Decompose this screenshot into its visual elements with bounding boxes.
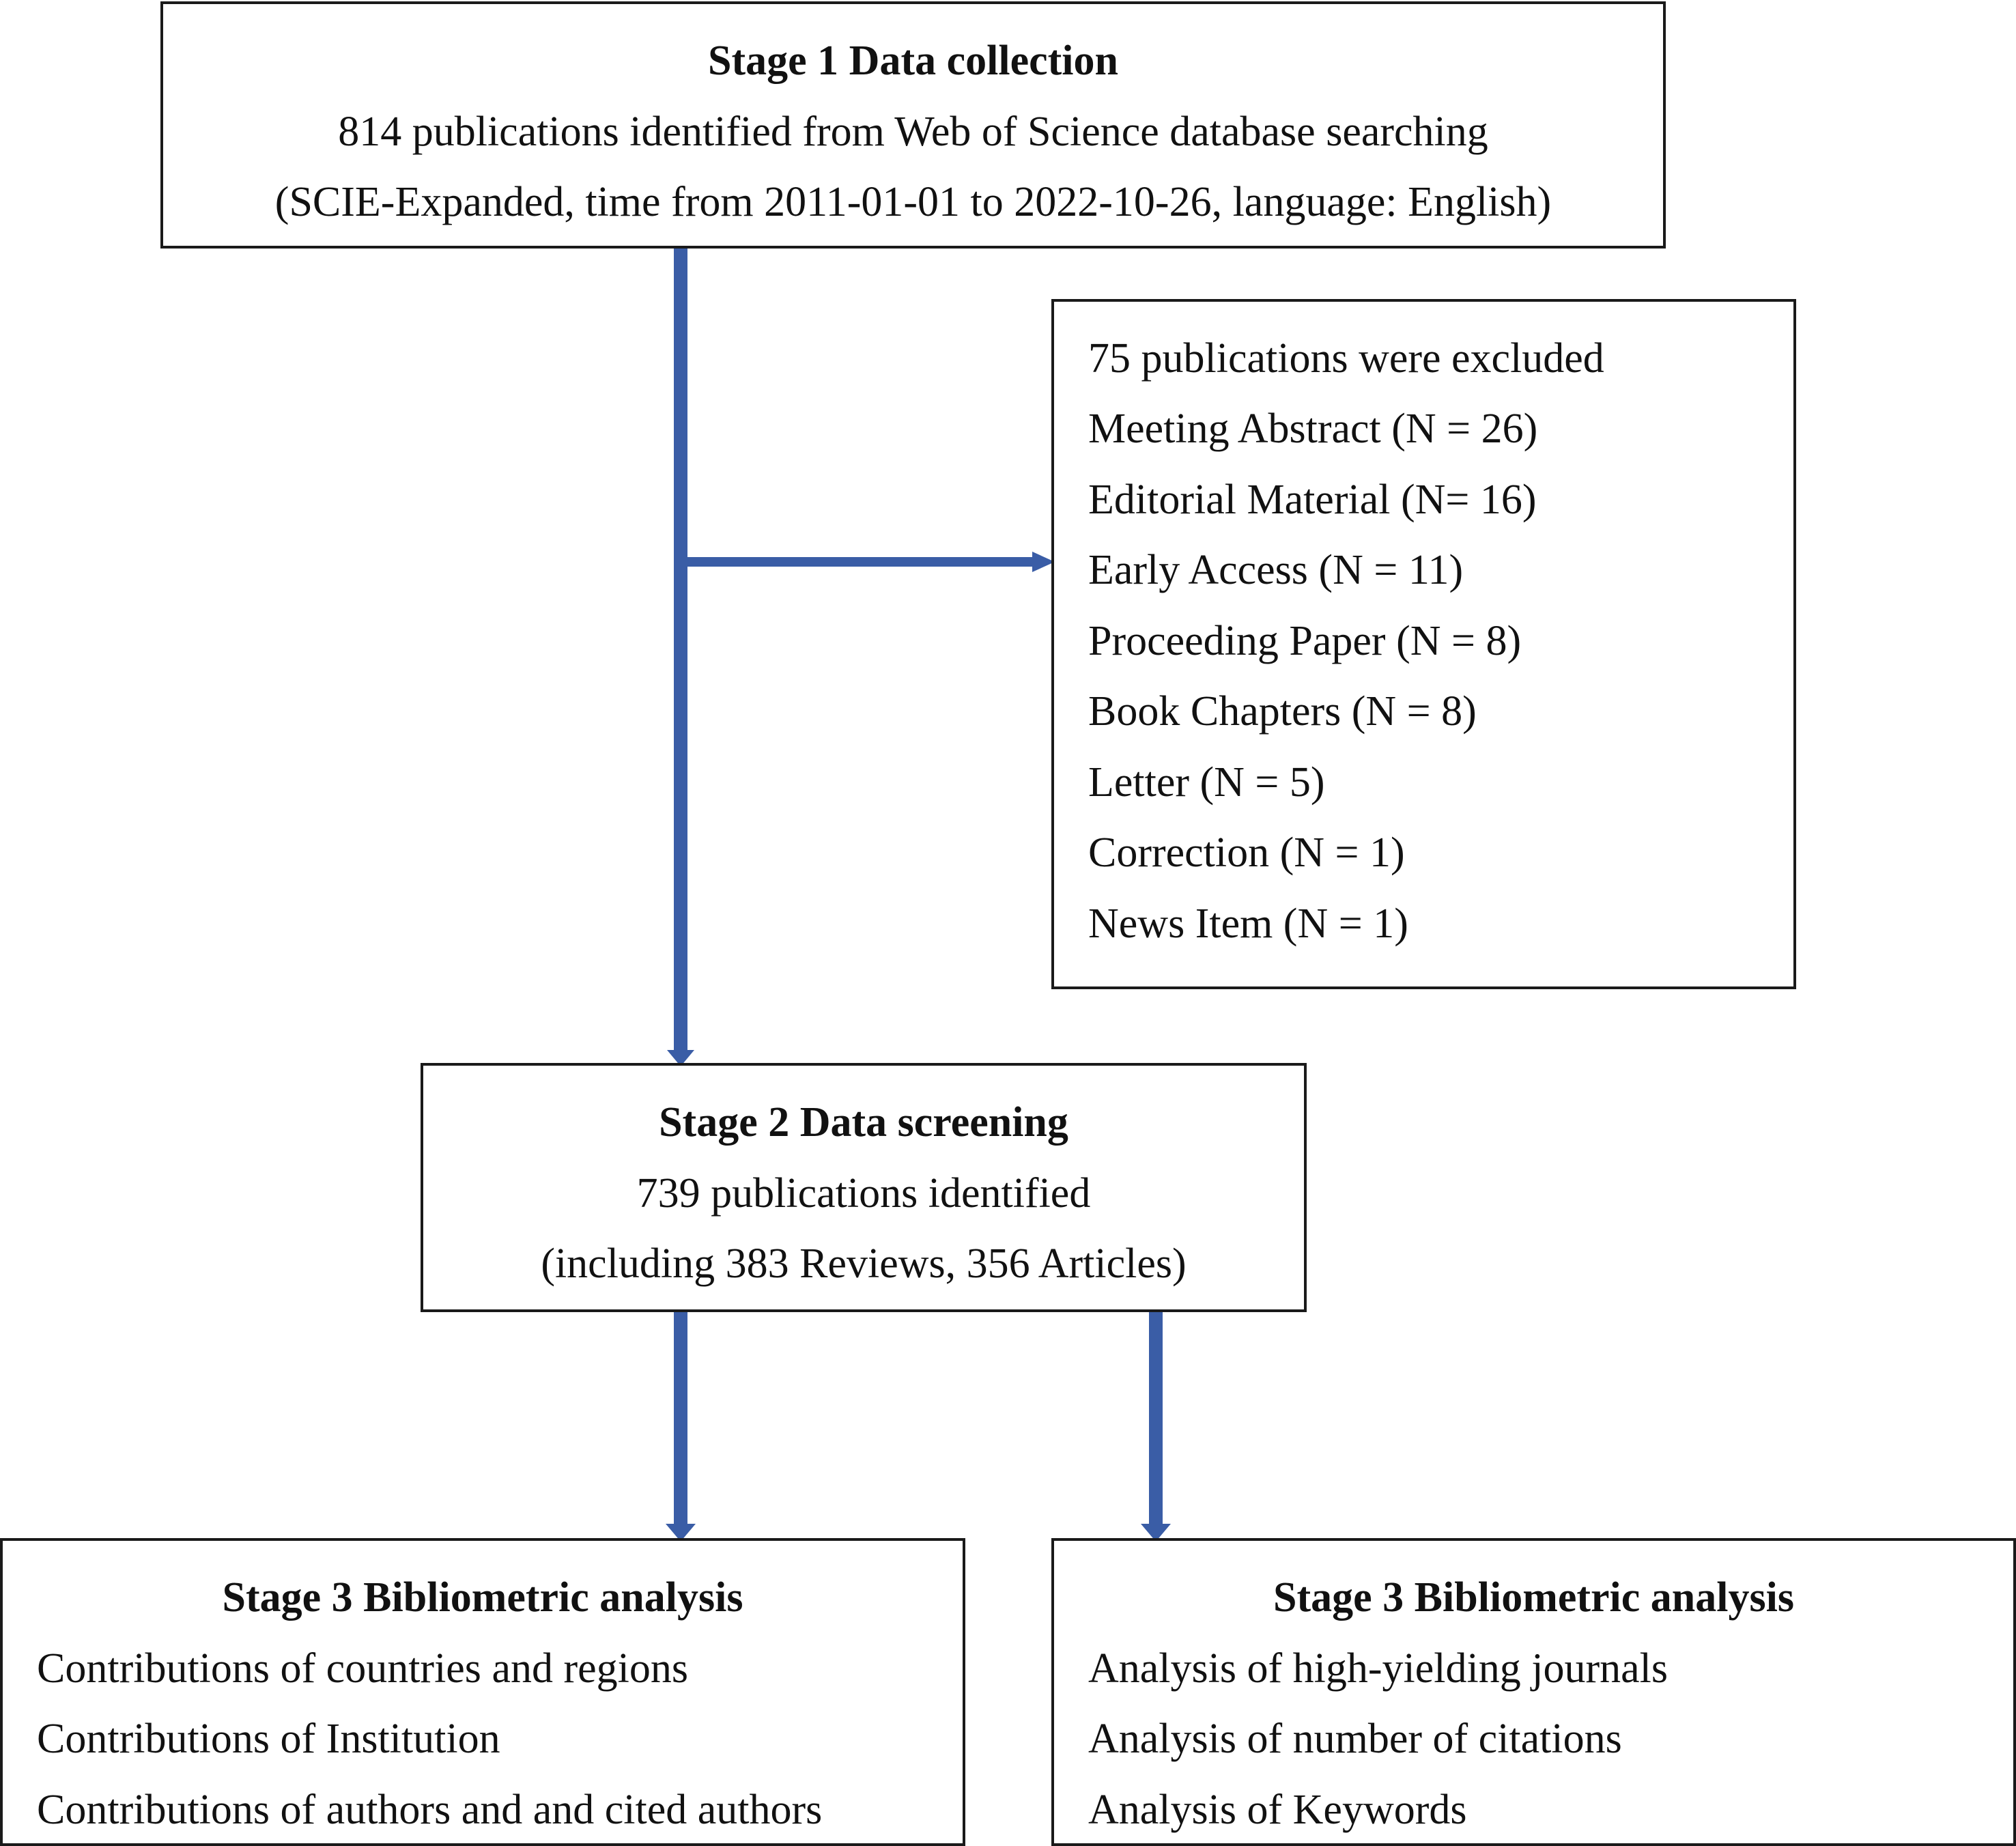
stage2-line2: (including 383 Reviews, 356 Articles) — [541, 1240, 1187, 1287]
excluded-item: Proceeding Paper (N = 8) — [1088, 618, 1522, 664]
arrow-stage2-to-left-shaft — [674, 1311, 687, 1529]
stage3-left-item: Contributions of authors and and cited a… — [37, 1787, 823, 1833]
arrow-stage2-to-right-head — [1141, 1524, 1171, 1542]
excluded-item: Letter (N = 5) — [1088, 759, 1325, 806]
stage1-line1: 814 publications identified from Web of … — [338, 109, 1488, 155]
stage1-line2: (SCIE-Expanded, time from 2011-01-01 to … — [274, 179, 1552, 225]
excluded-box: 75 publications were excluded Meeting Ab… — [1051, 299, 1796, 989]
stage3-left-item: Contributions of Institution — [37, 1716, 500, 1762]
excluded-title: 75 publications were excluded — [1088, 335, 1604, 382]
stage2-title: Stage 2 Data screening — [659, 1099, 1068, 1146]
stage3-left-item: Contributions of countries and regions — [37, 1645, 688, 1692]
stage3-right-title: Stage 3 Bibliometric analysis — [1273, 1574, 1794, 1621]
stage2-box: Stage 2 Data screening 739 publications … — [421, 1063, 1307, 1312]
stage3-right-item: Analysis of Keywords — [1088, 1787, 1467, 1833]
stage3-right-box: Stage 3 Bibliometric analysis Analysis o… — [1051, 1538, 2016, 1846]
excluded-item: Book Chapters (N = 8) — [1088, 688, 1477, 735]
arrow-stage2-to-left-head — [666, 1524, 696, 1542]
stage3-right-item: Analysis of number of citations — [1088, 1716, 1622, 1762]
stage3-left-title: Stage 3 Bibliometric analysis — [222, 1574, 743, 1621]
arrow-stage1-to-stage2-head — [667, 1050, 694, 1066]
excluded-item: News Item (N = 1) — [1088, 900, 1408, 947]
stage3-right-item: Analysis of high-yielding journals — [1088, 1645, 1668, 1692]
stage2-line1: 739 publications identified — [636, 1170, 1091, 1217]
arrow-to-excluded-head — [1032, 552, 1055, 572]
stage3-left-box: Stage 3 Bibliometric analysis Contributi… — [0, 1538, 965, 1846]
arrow-stage1-to-stage2-shaft — [674, 247, 687, 1053]
stage1-title: Stage 1 Data collection — [708, 38, 1118, 84]
excluded-item: Early Access (N = 11) — [1088, 547, 1464, 593]
excluded-item: Editorial Material (N= 16) — [1088, 477, 1537, 523]
arrow-stage2-to-right-shaft — [1149, 1311, 1163, 1529]
excluded-item: Correction (N = 1) — [1088, 829, 1405, 876]
excluded-item: Meeting Abstract (N = 26) — [1088, 406, 1538, 452]
stage1-box: Stage 1 Data collection 814 publications… — [160, 1, 1666, 248]
arrow-to-excluded-shaft — [687, 557, 1036, 567]
